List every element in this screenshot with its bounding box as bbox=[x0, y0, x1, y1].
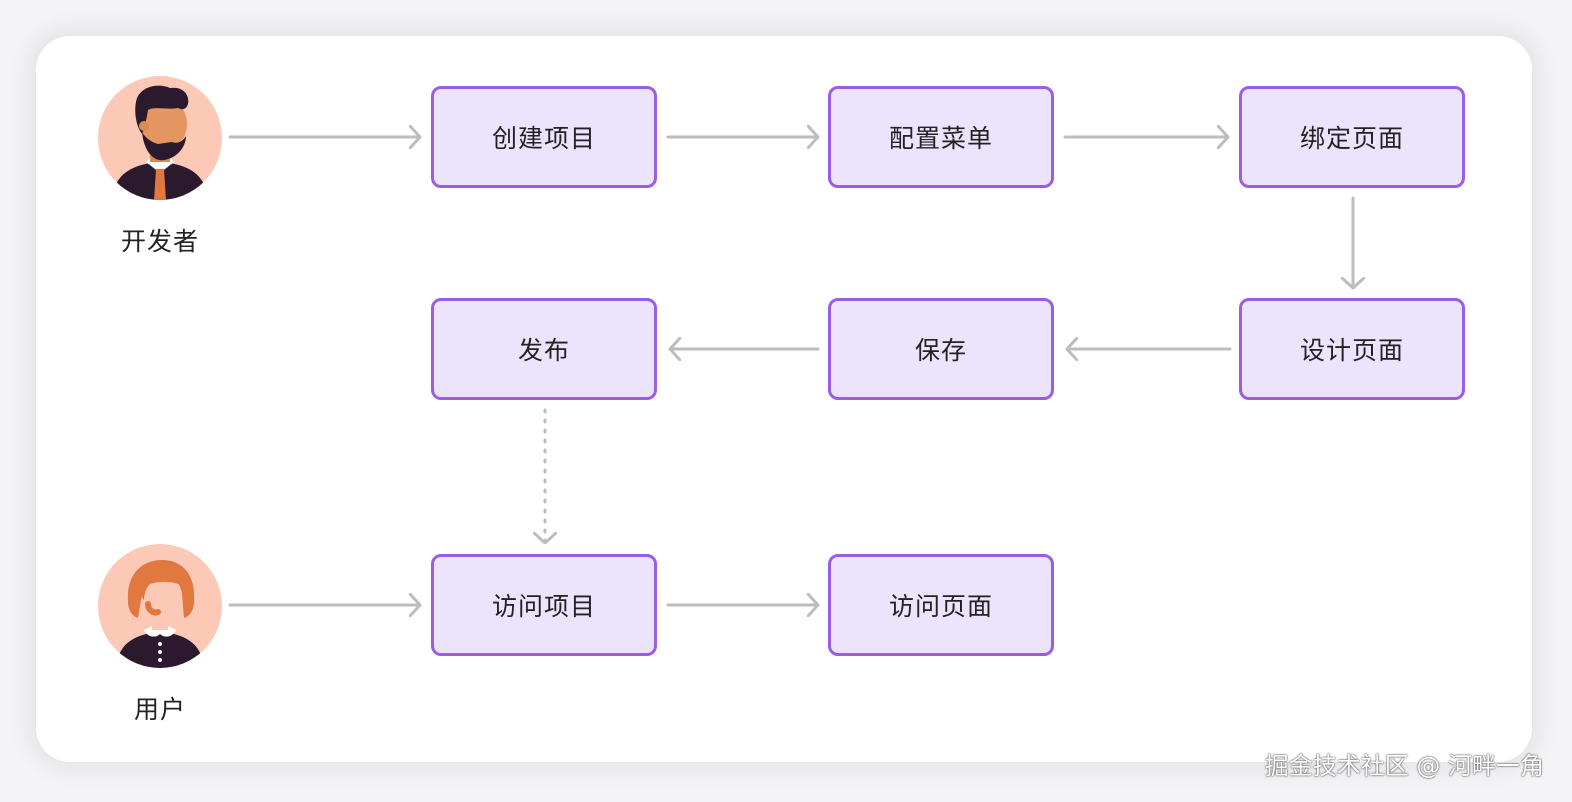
node-visit-page[interactable]: 访问页面 bbox=[828, 554, 1054, 656]
watermark: 掘金技术社区 @ 河畔一角 bbox=[1264, 752, 1544, 780]
node-save[interactable]: 保存 bbox=[828, 298, 1054, 400]
user-label: 用户 bbox=[133, 695, 186, 724]
developer-label: 开发者 bbox=[120, 227, 199, 256]
node-configure-menu[interactable]: 配置菜单 bbox=[828, 86, 1054, 188]
node-publish[interactable]: 发布 bbox=[431, 298, 657, 400]
developer-avatar-icon bbox=[98, 76, 222, 200]
node-bind-page[interactable]: 绑定页面 bbox=[1239, 86, 1465, 188]
node-design-page[interactable]: 设计页面 bbox=[1239, 298, 1465, 400]
user-avatar-icon bbox=[98, 544, 222, 668]
node-visit-project[interactable]: 访问项目 bbox=[431, 554, 657, 656]
node-create-project[interactable]: 创建项目 bbox=[431, 86, 657, 188]
